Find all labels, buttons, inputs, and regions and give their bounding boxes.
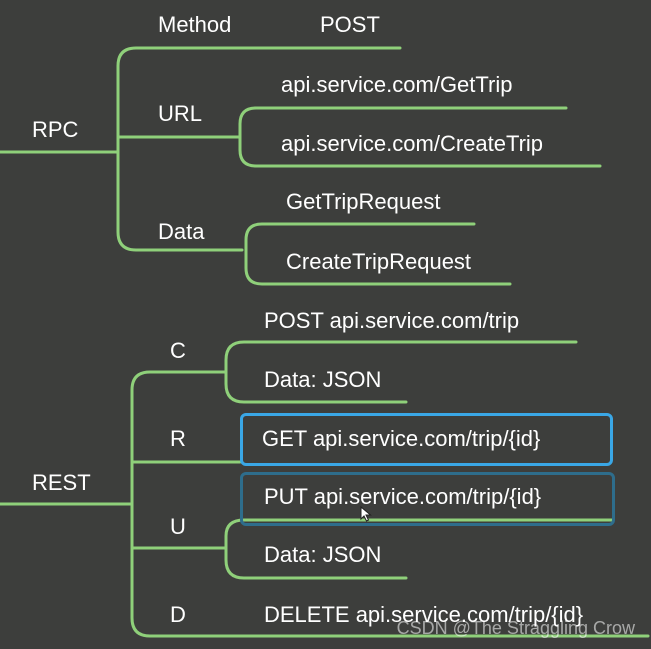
- rest-c-item-post: POST api.service.com/trip: [264, 308, 520, 333]
- rest-c-item-data: Data: JSON: [264, 367, 382, 392]
- rpc-trunk: [116, 46, 402, 252]
- watermark: CSDN @The Straggling Crow: [396, 618, 635, 638]
- rpc-url-label: URL: [158, 101, 203, 126]
- rest-c-branch: [224, 340, 578, 404]
- rest-c-label: C: [170, 338, 186, 363]
- rest-label: REST: [32, 470, 91, 495]
- rest-r-label: R: [170, 426, 186, 451]
- rpc-url-item-createtrip: api.service.com/CreateTrip: [281, 131, 544, 156]
- mouse-pointer-icon: [360, 506, 372, 522]
- highlight-box-get: [240, 413, 613, 466]
- rpc-data-item-createtriprequest: CreateTripRequest: [286, 249, 472, 274]
- rpc-data-item-gettriprequest: GetTripRequest: [286, 189, 441, 214]
- rpc-label: RPC: [32, 117, 79, 142]
- rest-u-item-data: Data: JSON: [264, 542, 382, 567]
- rest-d-label: D: [170, 602, 186, 627]
- rpc-url-branch: [238, 106, 602, 168]
- highlight-box-put: [240, 472, 615, 526]
- rpc-method-label: Method: [158, 12, 232, 37]
- rest-u-label: U: [170, 514, 186, 539]
- rpc-data-branch: [244, 222, 512, 286]
- rpc-method-value: POST: [320, 12, 380, 37]
- rpc-data-label: Data: [158, 219, 205, 244]
- rest-u-item-put: PUT api.service.com/trip/{id}: [264, 484, 542, 509]
- rest-r-value: GET api.service.com/trip/{id}: [262, 426, 541, 451]
- rest-trunk: [130, 370, 650, 638]
- rest-d-value: DELETE api.service.com/trip/{id}: [264, 602, 584, 627]
- rpc-url-item-gettrip: api.service.com/GetTrip: [281, 72, 513, 97]
